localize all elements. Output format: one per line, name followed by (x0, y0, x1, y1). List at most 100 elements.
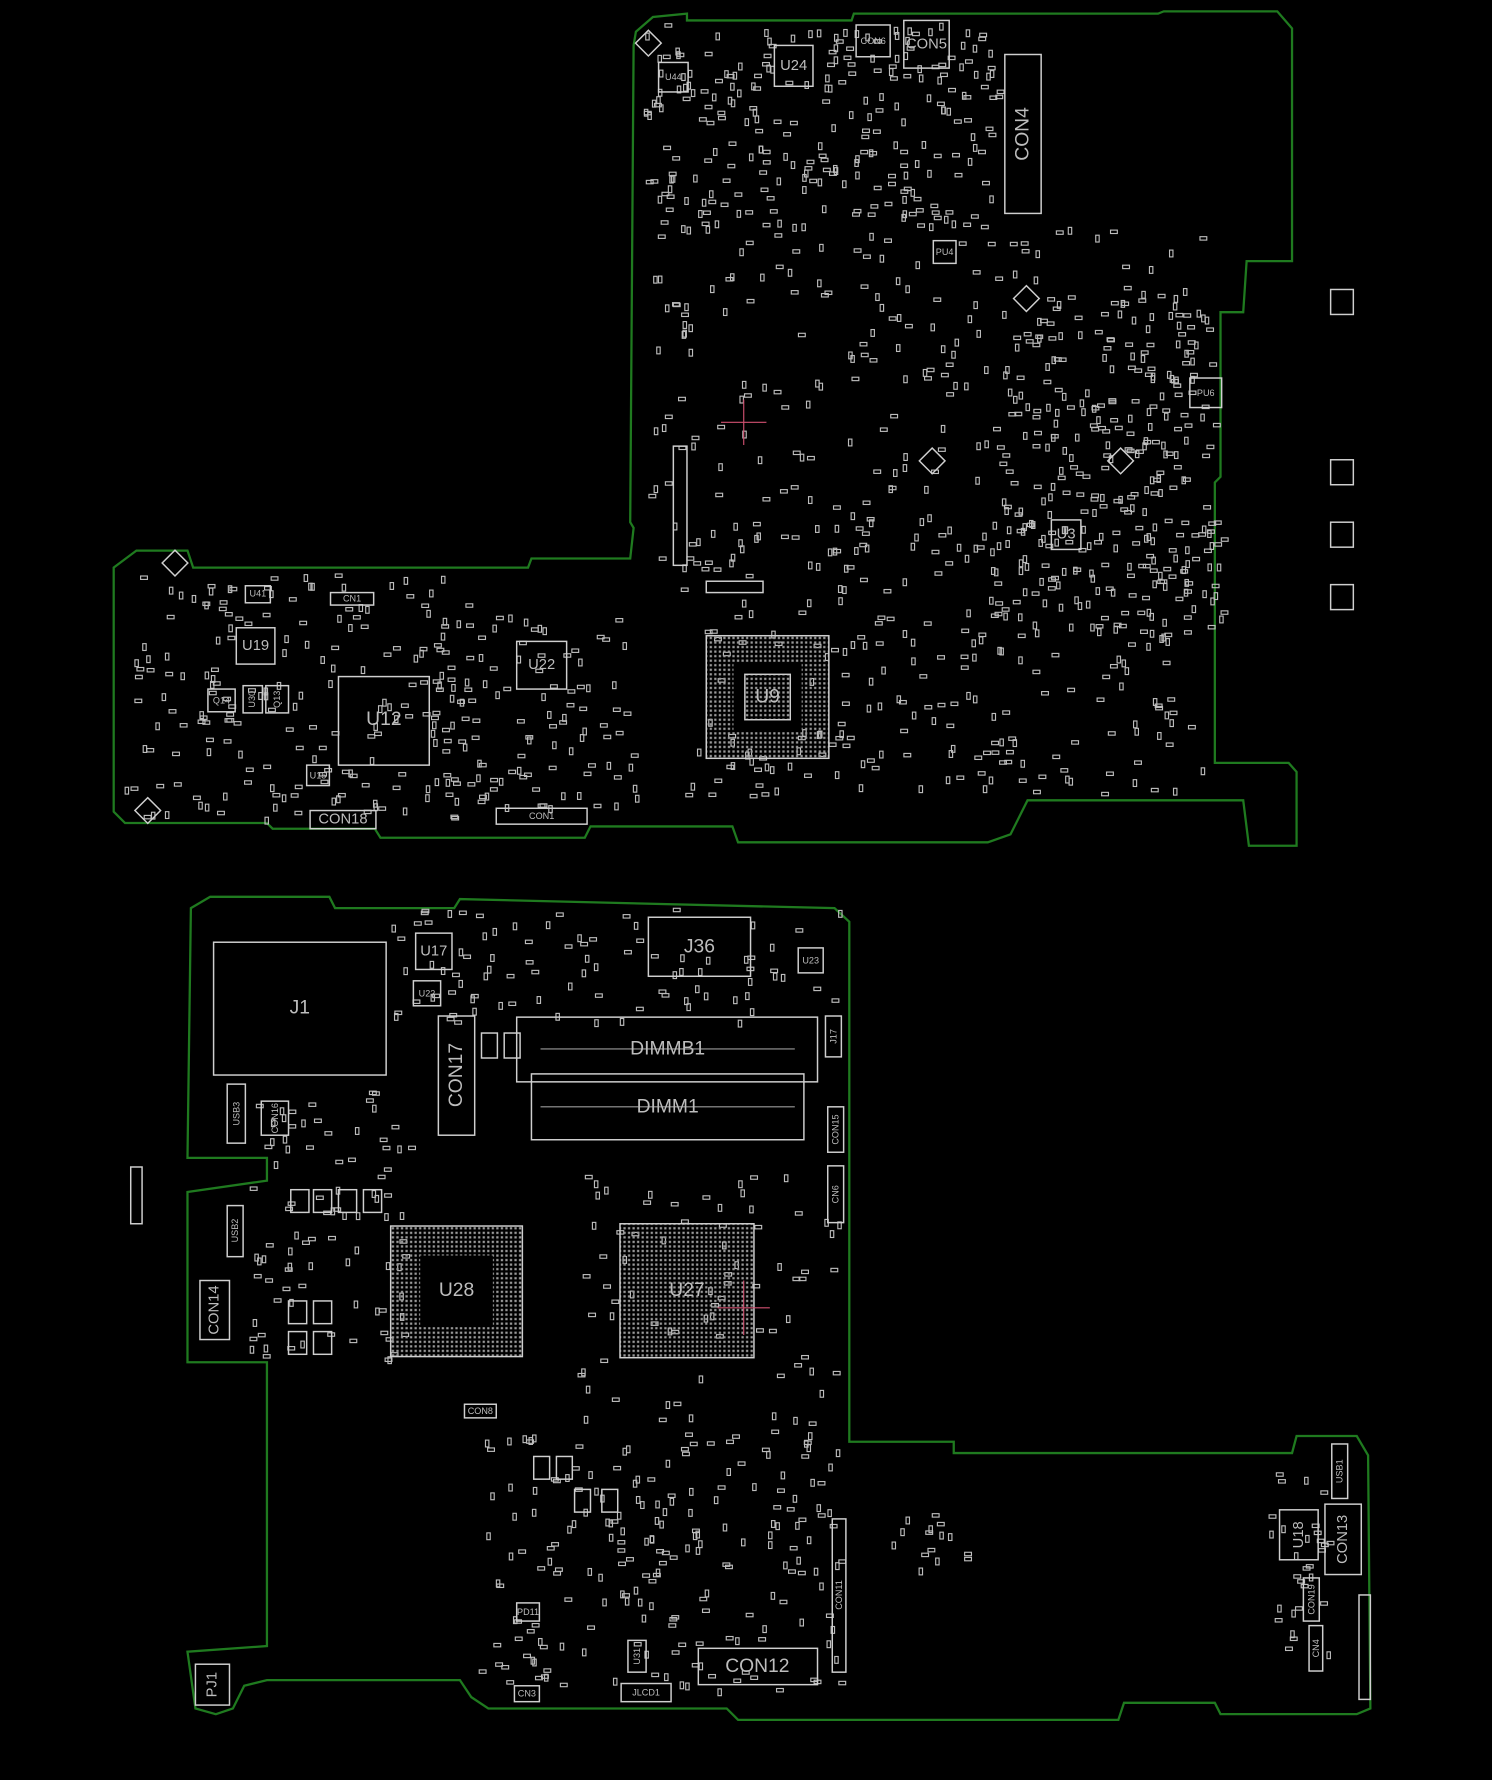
component-DIMMB1[interactable]: DIMMB1 (515, 1016, 819, 1083)
smd-pad (413, 921, 422, 926)
smd-pad (980, 224, 989, 230)
smd-pad (482, 932, 488, 941)
component-U31[interactable]: U31 (627, 1639, 647, 1673)
smd-pad (454, 797, 460, 806)
side-pad[interactable] (1329, 583, 1355, 611)
component-CON17[interactable]: CON17 (437, 1015, 476, 1136)
component-U15[interactable]: U15 (305, 764, 331, 787)
component-CON16[interactable]: CON16 (260, 1100, 290, 1136)
smd-pad (682, 321, 688, 329)
component-U24[interactable]: U24 (773, 44, 814, 88)
component-CON8[interactable]: CON8 (463, 1403, 497, 1419)
smd-pad (1032, 342, 1041, 348)
smd-pad (993, 568, 999, 577)
component-CON13[interactable]: CON13 (1324, 1503, 1363, 1576)
smd-pad (1171, 378, 1179, 384)
smd-pad (1013, 335, 1022, 341)
component-U23[interactable]: U23 (797, 947, 824, 974)
smd-pad (387, 1356, 392, 1365)
component-U3[interactable]: U3 (1050, 519, 1082, 551)
component-CON19[interactable]: CON19 (1302, 1577, 1321, 1622)
component-U28[interactable]: U28 (389, 1225, 524, 1358)
smd-pad (678, 396, 686, 402)
component-CON4[interactable]: CON4 (1004, 53, 1042, 215)
smd-pad (1316, 1538, 1325, 1544)
component-CN3[interactable]: CN3 (513, 1685, 541, 1703)
component-CN1[interactable]: CN1 (329, 591, 375, 606)
smd-pad (901, 118, 906, 127)
component-CON15[interactable]: CON15 (826, 1106, 845, 1153)
smd-pad (490, 777, 499, 783)
component-J36[interactable]: J36 (647, 916, 752, 978)
component-J17[interactable]: J17 (824, 1015, 843, 1058)
smd-pad (586, 684, 591, 693)
component-PU4[interactable]: PU4 (932, 239, 957, 265)
connector-offboard[interactable] (129, 1166, 143, 1225)
smd-pad (838, 909, 843, 918)
component-CON1[interactable]: CON1 (495, 807, 588, 825)
component-Q14[interactable]: Q14 (207, 688, 236, 713)
smd-pad (847, 438, 853, 447)
component-U27[interactable]: U27 (619, 1223, 755, 1359)
component-U19[interactable]: U19 (235, 627, 276, 665)
component-DIMM1[interactable]: DIMM1 (530, 1073, 805, 1141)
smd-pad (1175, 340, 1181, 349)
side-pad[interactable] (1329, 288, 1355, 316)
smd-pad (1032, 669, 1041, 675)
smd-pad (490, 954, 495, 962)
smd-pad (1006, 526, 1012, 535)
component-PJ1[interactable]: PJ1 (194, 1663, 231, 1706)
component-U41[interactable]: U41 (244, 585, 272, 604)
smd-pad (1034, 629, 1040, 638)
component-CON6[interactable]: CON6 (855, 24, 891, 58)
smd-pad (714, 220, 720, 229)
smd-pad (571, 648, 580, 653)
component-CON14[interactable]: CON14 (199, 1279, 231, 1341)
smd-pad (901, 213, 906, 222)
component-CON11[interactable]: CON11 (831, 1518, 847, 1673)
smd-pad (645, 32, 650, 41)
component-J1[interactable]: J1 (212, 941, 387, 1076)
component-USB1[interactable]: USB1 (1331, 1443, 1349, 1500)
smd-pad (285, 1206, 294, 1212)
connector-small[interactable] (705, 580, 764, 594)
smd-pad (754, 1224, 763, 1230)
component-CN6[interactable]: CN6 (826, 1165, 845, 1224)
smd-pad (761, 792, 770, 797)
side-pad[interactable] (1329, 521, 1355, 548)
smd-pad (685, 1682, 690, 1691)
component-U9[interactable]: U9 (705, 634, 830, 760)
smd-pad (287, 1201, 296, 1206)
side-pad[interactable] (1329, 459, 1355, 486)
component-USB3[interactable]: USB3 (226, 1083, 247, 1144)
connector-edge[interactable] (1358, 1594, 1372, 1701)
component-U17[interactable]: U17 (414, 932, 453, 971)
smd-pad (1184, 423, 1193, 428)
smd-pad (888, 173, 896, 179)
smd-pad (1196, 309, 1202, 318)
connector-vertical[interactable] (672, 445, 688, 567)
component-CON18[interactable]: CON18 (309, 809, 377, 830)
component-U44[interactable]: U44 (657, 61, 689, 93)
component-CON5[interactable]: CON5 (903, 19, 950, 69)
component-Q13[interactable]: Q13 (265, 684, 290, 714)
smd-pad (382, 1145, 391, 1151)
component-JLCD1[interactable]: JLCD1 (620, 1682, 672, 1703)
component-U30[interactable]: U30 (242, 684, 264, 714)
component-PU6[interactable]: PU6 (1189, 377, 1223, 409)
component-U22[interactable]: U22 (515, 640, 568, 690)
component-PD11[interactable]: PD11 (515, 1602, 541, 1622)
smd-pad (870, 204, 879, 209)
component-U18[interactable]: U18 (1278, 1509, 1319, 1561)
smd-pad (484, 1439, 490, 1448)
smd-pad (1062, 446, 1068, 455)
smd-pad (717, 110, 726, 116)
component-U12[interactable]: U12 (337, 675, 431, 766)
component-U32[interactable]: U22 (412, 980, 442, 1007)
component-USB2[interactable]: USB2 (226, 1204, 244, 1258)
smd-pad (744, 118, 750, 127)
component-CN4[interactable]: CN4 (1308, 1624, 1324, 1672)
smd-pad (233, 721, 242, 726)
component-CON12[interactable]: CON12 (697, 1647, 819, 1686)
